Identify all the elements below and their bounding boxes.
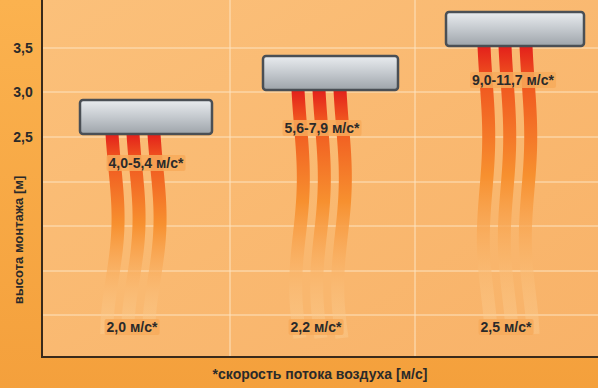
x-axis — [41, 356, 598, 358]
speed-label: 9,0-11,7 м/с* — [470, 72, 556, 88]
air-stream — [525, 46, 533, 334]
axis-tick-label: 3,5 — [11, 40, 34, 56]
axis-tick-label: 2,5 — [11, 129, 34, 145]
speed-label: 4,0-5,4 м/с* — [107, 155, 186, 171]
speed-label: 2,5 м/с* — [479, 319, 534, 335]
air-curtain-units — [80, 12, 584, 134]
air-stream — [504, 46, 512, 334]
air-curtain-unit — [80, 100, 212, 134]
air-curtain-unit — [446, 12, 584, 46]
speed-label: 5,6-7,9 м/с* — [283, 120, 362, 136]
y-axis — [41, 0, 43, 358]
grid — [42, 0, 598, 357]
speed-label: 2,2 м/с* — [289, 319, 344, 335]
axis-caption: *скорость потока воздуха [м/с] — [211, 366, 430, 382]
plot-area — [42, 0, 598, 357]
air-curtain-unit — [263, 56, 398, 90]
air-flows — [107, 46, 533, 338]
axis-tick-label: 3,0 — [11, 84, 34, 100]
air-stream — [483, 46, 491, 334]
speed-label: 2,0 м/с* — [105, 319, 160, 335]
axis-title: высота монтажа [м] — [12, 174, 27, 306]
